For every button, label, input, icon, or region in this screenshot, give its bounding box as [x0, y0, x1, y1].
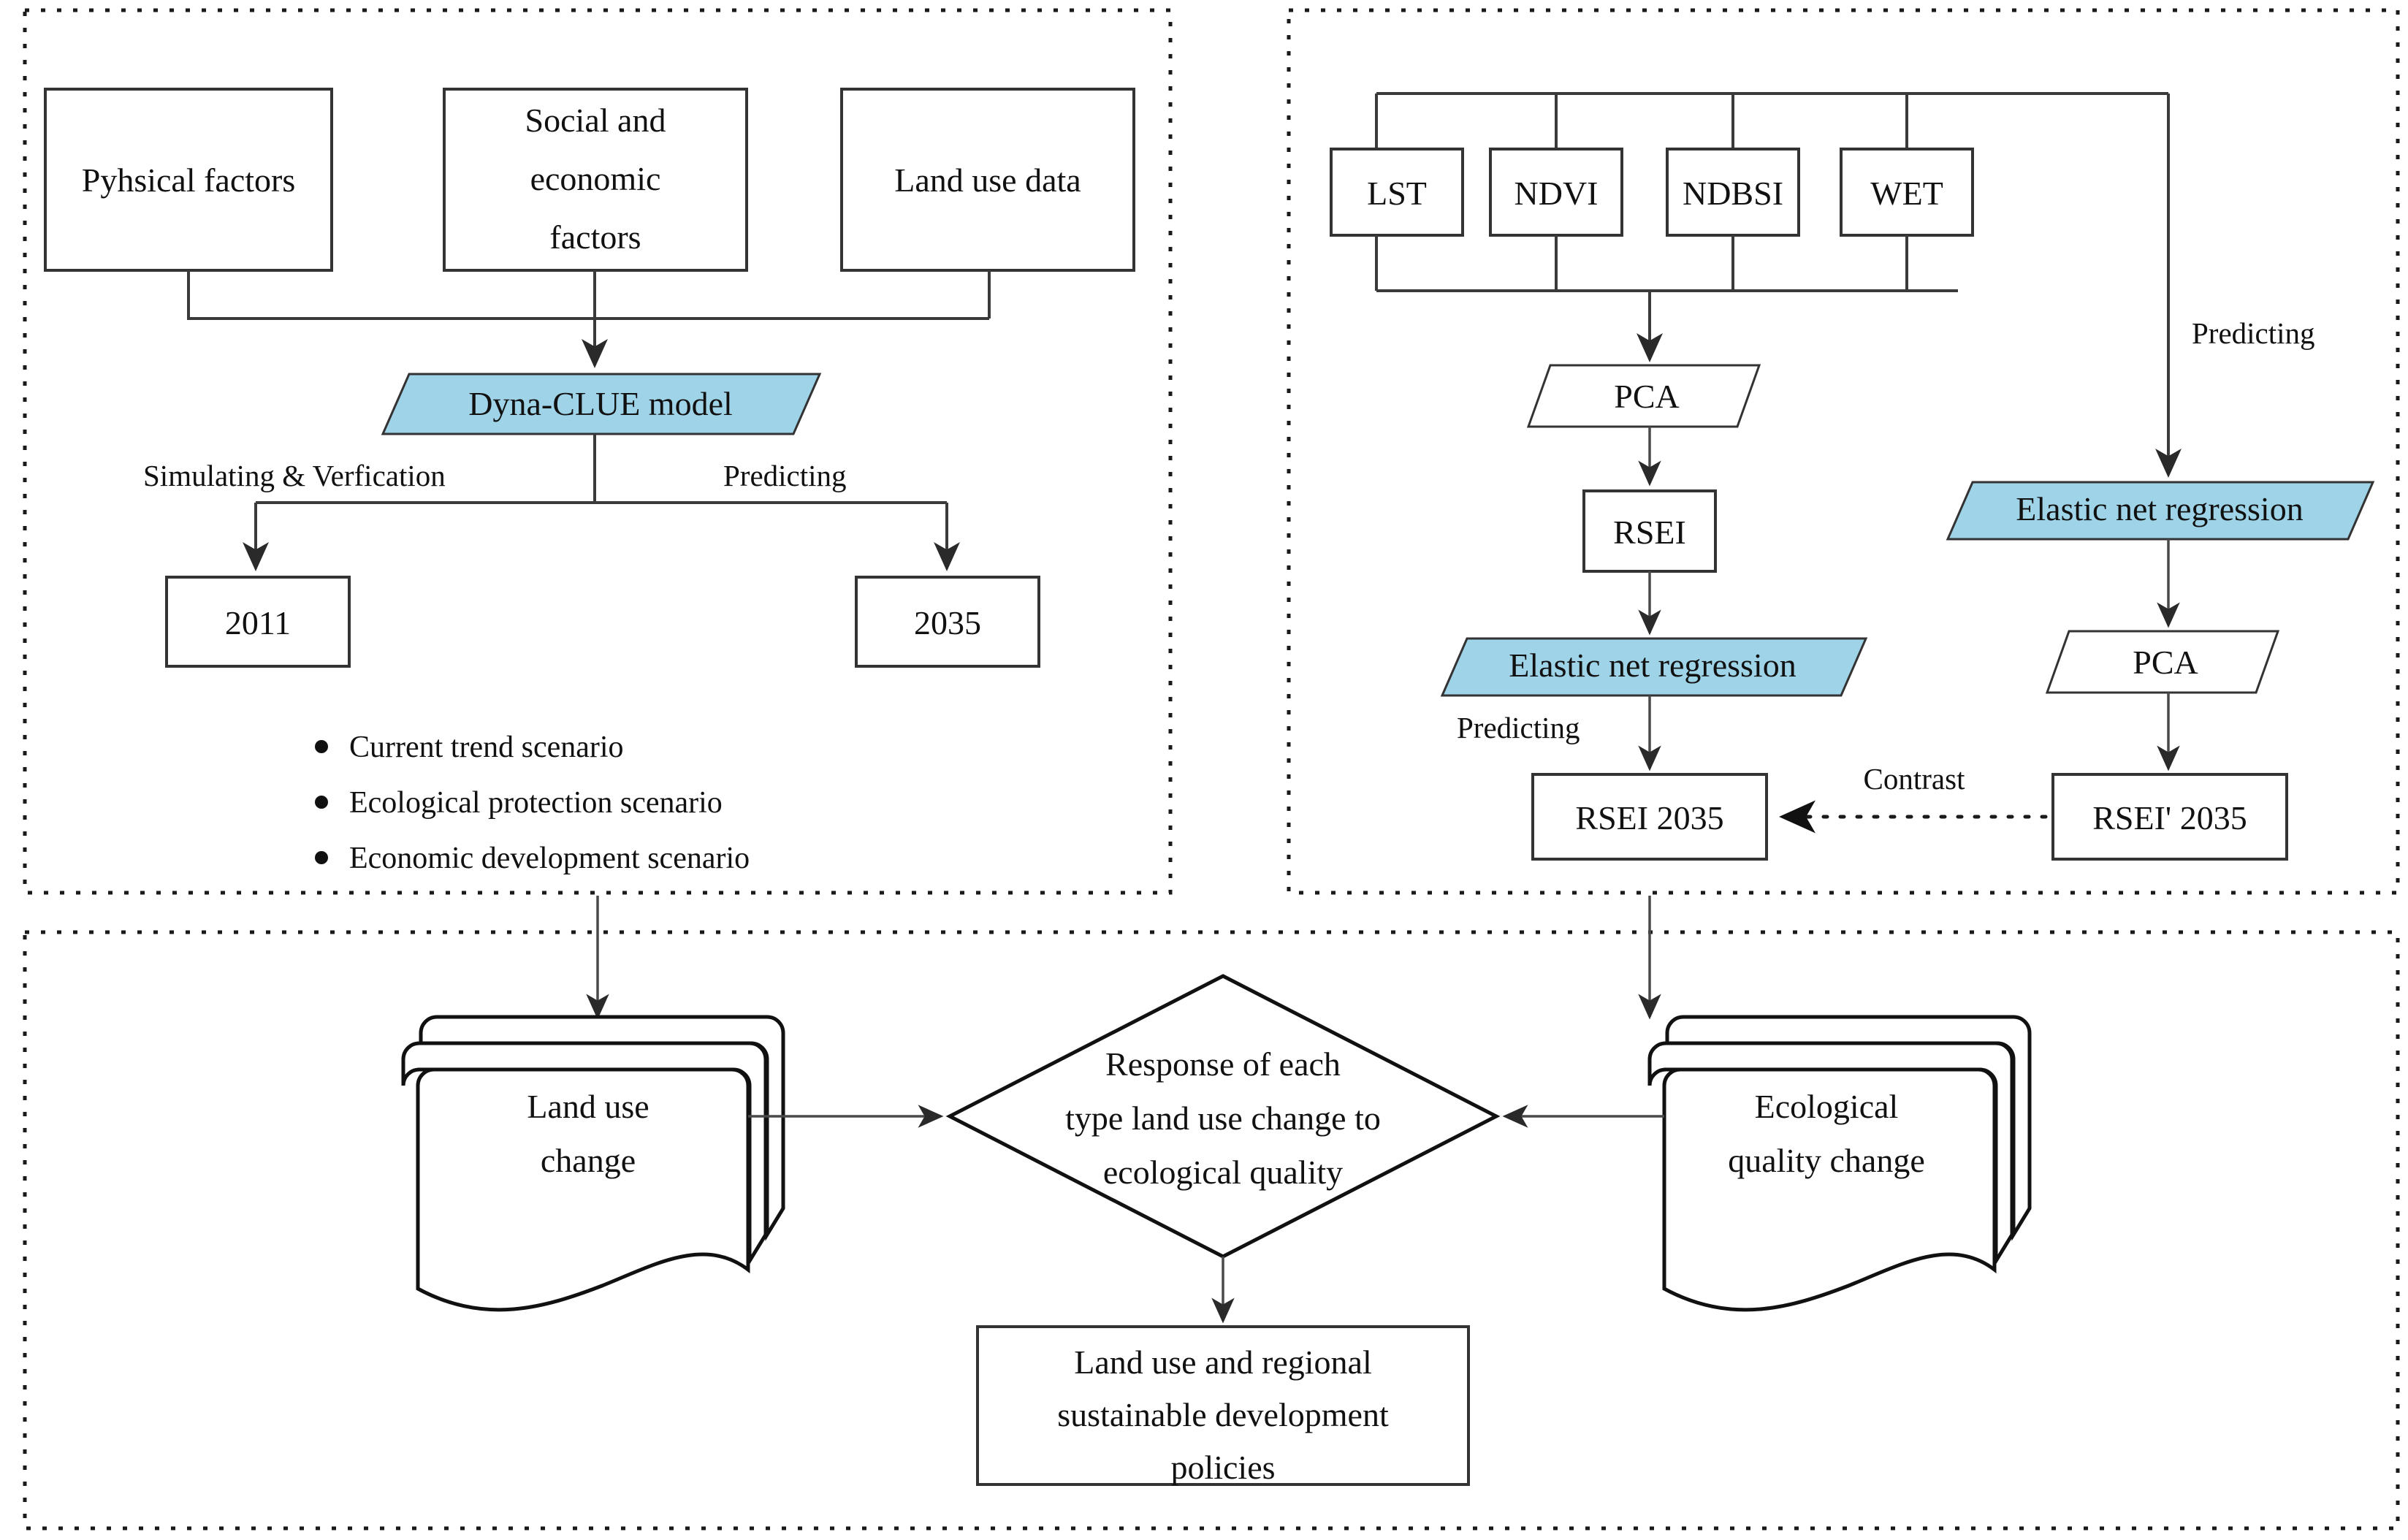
- scenario-bullet-2: [315, 796, 328, 809]
- label-dyna-clue-model: Dyna-CLUE model: [468, 385, 733, 422]
- label-outcome-line3: policies: [1170, 1449, 1275, 1486]
- node-ndbsi[interactable]: [1666, 148, 1800, 237]
- node-rsei-2035[interactable]: [1531, 773, 1768, 861]
- label-lst: LST: [1367, 175, 1427, 212]
- label-edge-predicting-left: Predicting: [723, 459, 847, 492]
- label-rsei-prime-2035: RSEI' 2035: [2092, 799, 2247, 836]
- panel-response-border: [23, 930, 2400, 1531]
- label-year-2011: 2011: [225, 604, 291, 641]
- node-rsei[interactable]: [1582, 489, 1717, 573]
- label-outcome-line2: sustainable development: [1057, 1396, 1389, 1433]
- doc-land-use-change[interactable]: [416, 1067, 750, 1312]
- node-rsei-prime-2035[interactable]: [2051, 773, 2288, 861]
- label-land-use-change-line1: Land use: [527, 1088, 649, 1125]
- label-pca-right: PCA: [2133, 644, 2198, 681]
- label-pca-left: PCA: [1614, 378, 1679, 415]
- label-edge-simulating-verification: Simulating & Verfication: [143, 459, 446, 492]
- label-ndbsi: NDBSI: [1683, 175, 1783, 212]
- label-scenario-2: Ecological protection scenario: [349, 786, 723, 820]
- label-land-use-change-line2: change: [541, 1142, 636, 1179]
- connector-physical-to-bus: [187, 270, 989, 320]
- label-edge-predicting-lower: Predicting: [1457, 711, 1580, 744]
- label-ndvi: NDVI: [1514, 175, 1599, 212]
- label-rsei-2035: RSEI 2035: [1575, 799, 1723, 836]
- label-decision-line2: type land use change to: [1065, 1099, 1381, 1137]
- label-social-economic-line2: economic: [530, 160, 661, 197]
- label-social-economic-line3: factors: [549, 218, 641, 256]
- node-pca-right[interactable]: [2045, 630, 2280, 694]
- label-elastic-net-left: Elastic net regression: [1509, 647, 1796, 684]
- label-physical-factors: Pyhsical factors: [82, 161, 296, 199]
- label-edge-contrast: Contrast: [1864, 762, 1966, 796]
- node-social-economic-factors[interactable]: [443, 88, 748, 272]
- node-ndvi[interactable]: [1489, 148, 1623, 237]
- label-social-economic-line1: Social and: [525, 102, 666, 139]
- label-eco-quality-change-line1: Ecological: [1755, 1088, 1899, 1125]
- label-year-2035: 2035: [914, 604, 981, 641]
- label-decision-line1: Response of each: [1105, 1045, 1341, 1083]
- label-elastic-net-right: Elastic net regression: [2016, 490, 2303, 527]
- node-policy-outcome[interactable]: [976, 1325, 1470, 1486]
- node-lst[interactable]: [1330, 148, 1464, 237]
- node-wet[interactable]: [1840, 148, 1974, 237]
- doc-ecological-quality-change[interactable]: [1662, 1067, 1997, 1312]
- label-decision-line3: ecological quality: [1103, 1154, 1343, 1191]
- label-land-use-data: Land use data: [894, 161, 1081, 199]
- node-year-2011[interactable]: [165, 576, 351, 668]
- label-edge-predicting-right: Predicting: [2192, 316, 2315, 350]
- node-pca-left[interactable]: [1526, 364, 1761, 428]
- label-rsei: RSEI: [1613, 514, 1686, 551]
- label-outcome-line1: Land use and regional: [1074, 1343, 1371, 1381]
- node-elastic-net-left[interactable]: [1440, 637, 1868, 697]
- label-scenario-1: Current trend scenario: [349, 731, 624, 764]
- scenario-bullet-1: [315, 740, 328, 753]
- node-dyna-clue-model[interactable]: [381, 373, 822, 435]
- node-elastic-net-right[interactable]: [1946, 481, 2375, 541]
- label-wet: WET: [1870, 175, 1943, 212]
- label-eco-quality-change-line2: quality change: [1728, 1142, 1925, 1179]
- label-scenario-3: Economic development scenario: [349, 842, 750, 875]
- scenario-bullet-3: [315, 851, 328, 864]
- node-year-2035[interactable]: [855, 576, 1040, 668]
- node-land-use-data[interactable]: [840, 88, 1135, 272]
